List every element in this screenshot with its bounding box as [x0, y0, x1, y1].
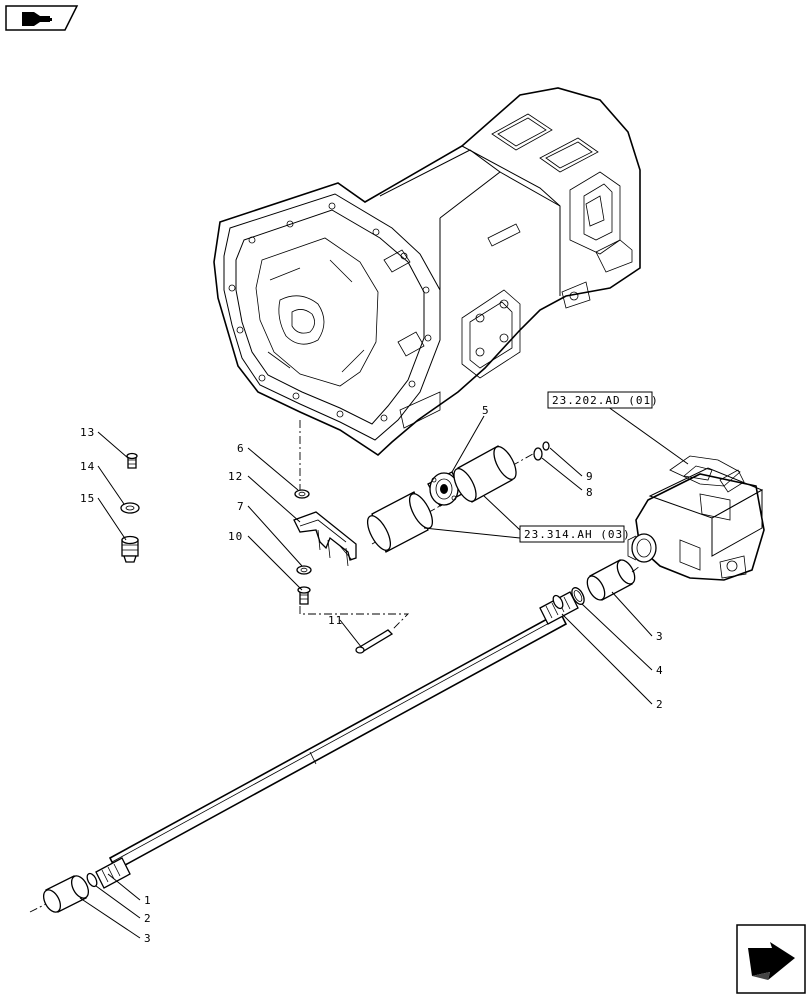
callout-13[interactable]: 13: [80, 426, 95, 439]
callout-14[interactable]: 14: [80, 460, 95, 473]
snap-ring-2-left[interactable]: [85, 872, 99, 888]
pto-shaft-1[interactable]: [95, 591, 579, 889]
plug-15[interactable]: [121, 535, 139, 563]
callout-2-left[interactable]: 2: [144, 912, 152, 925]
reference-link-pump[interactable]: 23.202.AD (01): [547, 391, 659, 409]
callout-6[interactable]: 6: [237, 442, 245, 455]
washer-7[interactable]: [296, 565, 312, 575]
coupler-3-right[interactable]: [584, 557, 639, 603]
callout-3-right[interactable]: 3: [656, 630, 664, 643]
reference-link-sleeve[interactable]: 23.314.AH (03): [519, 525, 631, 543]
flange-5[interactable]: [427, 471, 463, 507]
arrow-forward-icon: [748, 942, 795, 980]
seal-8[interactable]: [533, 447, 543, 461]
callout-9[interactable]: 9: [586, 470, 594, 483]
forward-nav-button[interactable]: [736, 924, 806, 994]
callout-8[interactable]: 8: [586, 486, 594, 499]
callout-11[interactable]: 11: [328, 614, 343, 627]
reference-pump-label: 23.202.AD (01): [552, 394, 659, 407]
callout-15[interactable]: 15: [80, 492, 95, 505]
o-ring-4[interactable]: [569, 586, 586, 607]
callout-2-right[interactable]: 2: [656, 698, 664, 711]
coupler-3-left[interactable]: [40, 873, 92, 915]
sleeve-right[interactable]: [449, 443, 520, 504]
snap-ring-2-right[interactable]: [551, 594, 565, 610]
leader-lines: [79, 403, 689, 939]
bolt-10[interactable]: [297, 586, 311, 605]
bracket-12[interactable]: [293, 511, 357, 567]
pin-axis-line: [299, 606, 410, 631]
pto-pump-assembly[interactable]: [627, 455, 765, 581]
seal-9[interactable]: [542, 441, 550, 451]
reference-sleeve-label: 23.314.AH (03): [524, 528, 631, 541]
callout-5[interactable]: 5: [482, 404, 490, 417]
left-axis-line: [29, 903, 47, 913]
callout-1[interactable]: 1: [144, 894, 152, 907]
right-axis-line: [631, 565, 641, 573]
callout-10[interactable]: 10: [228, 530, 243, 543]
hand-pointer-back-icon: [22, 12, 52, 26]
callout-4[interactable]: 4: [656, 664, 664, 677]
plug-13[interactable]: [126, 452, 138, 469]
sleeve-left[interactable]: [363, 490, 437, 553]
callout-12[interactable]: 12: [228, 470, 243, 483]
back-nav-button[interactable]: [5, 5, 79, 31]
transmission-housing: [213, 87, 641, 457]
callout-3-left[interactable]: 3: [144, 932, 152, 945]
callout-7[interactable]: 7: [237, 500, 245, 513]
bushing-6[interactable]: [294, 489, 310, 499]
washer-14[interactable]: [120, 502, 140, 514]
callout-labels: 13 14 15 6 12 7 10 11 5 9 8 3 4 2 1 2 3: [80, 404, 664, 945]
pin-11[interactable]: [355, 629, 394, 654]
